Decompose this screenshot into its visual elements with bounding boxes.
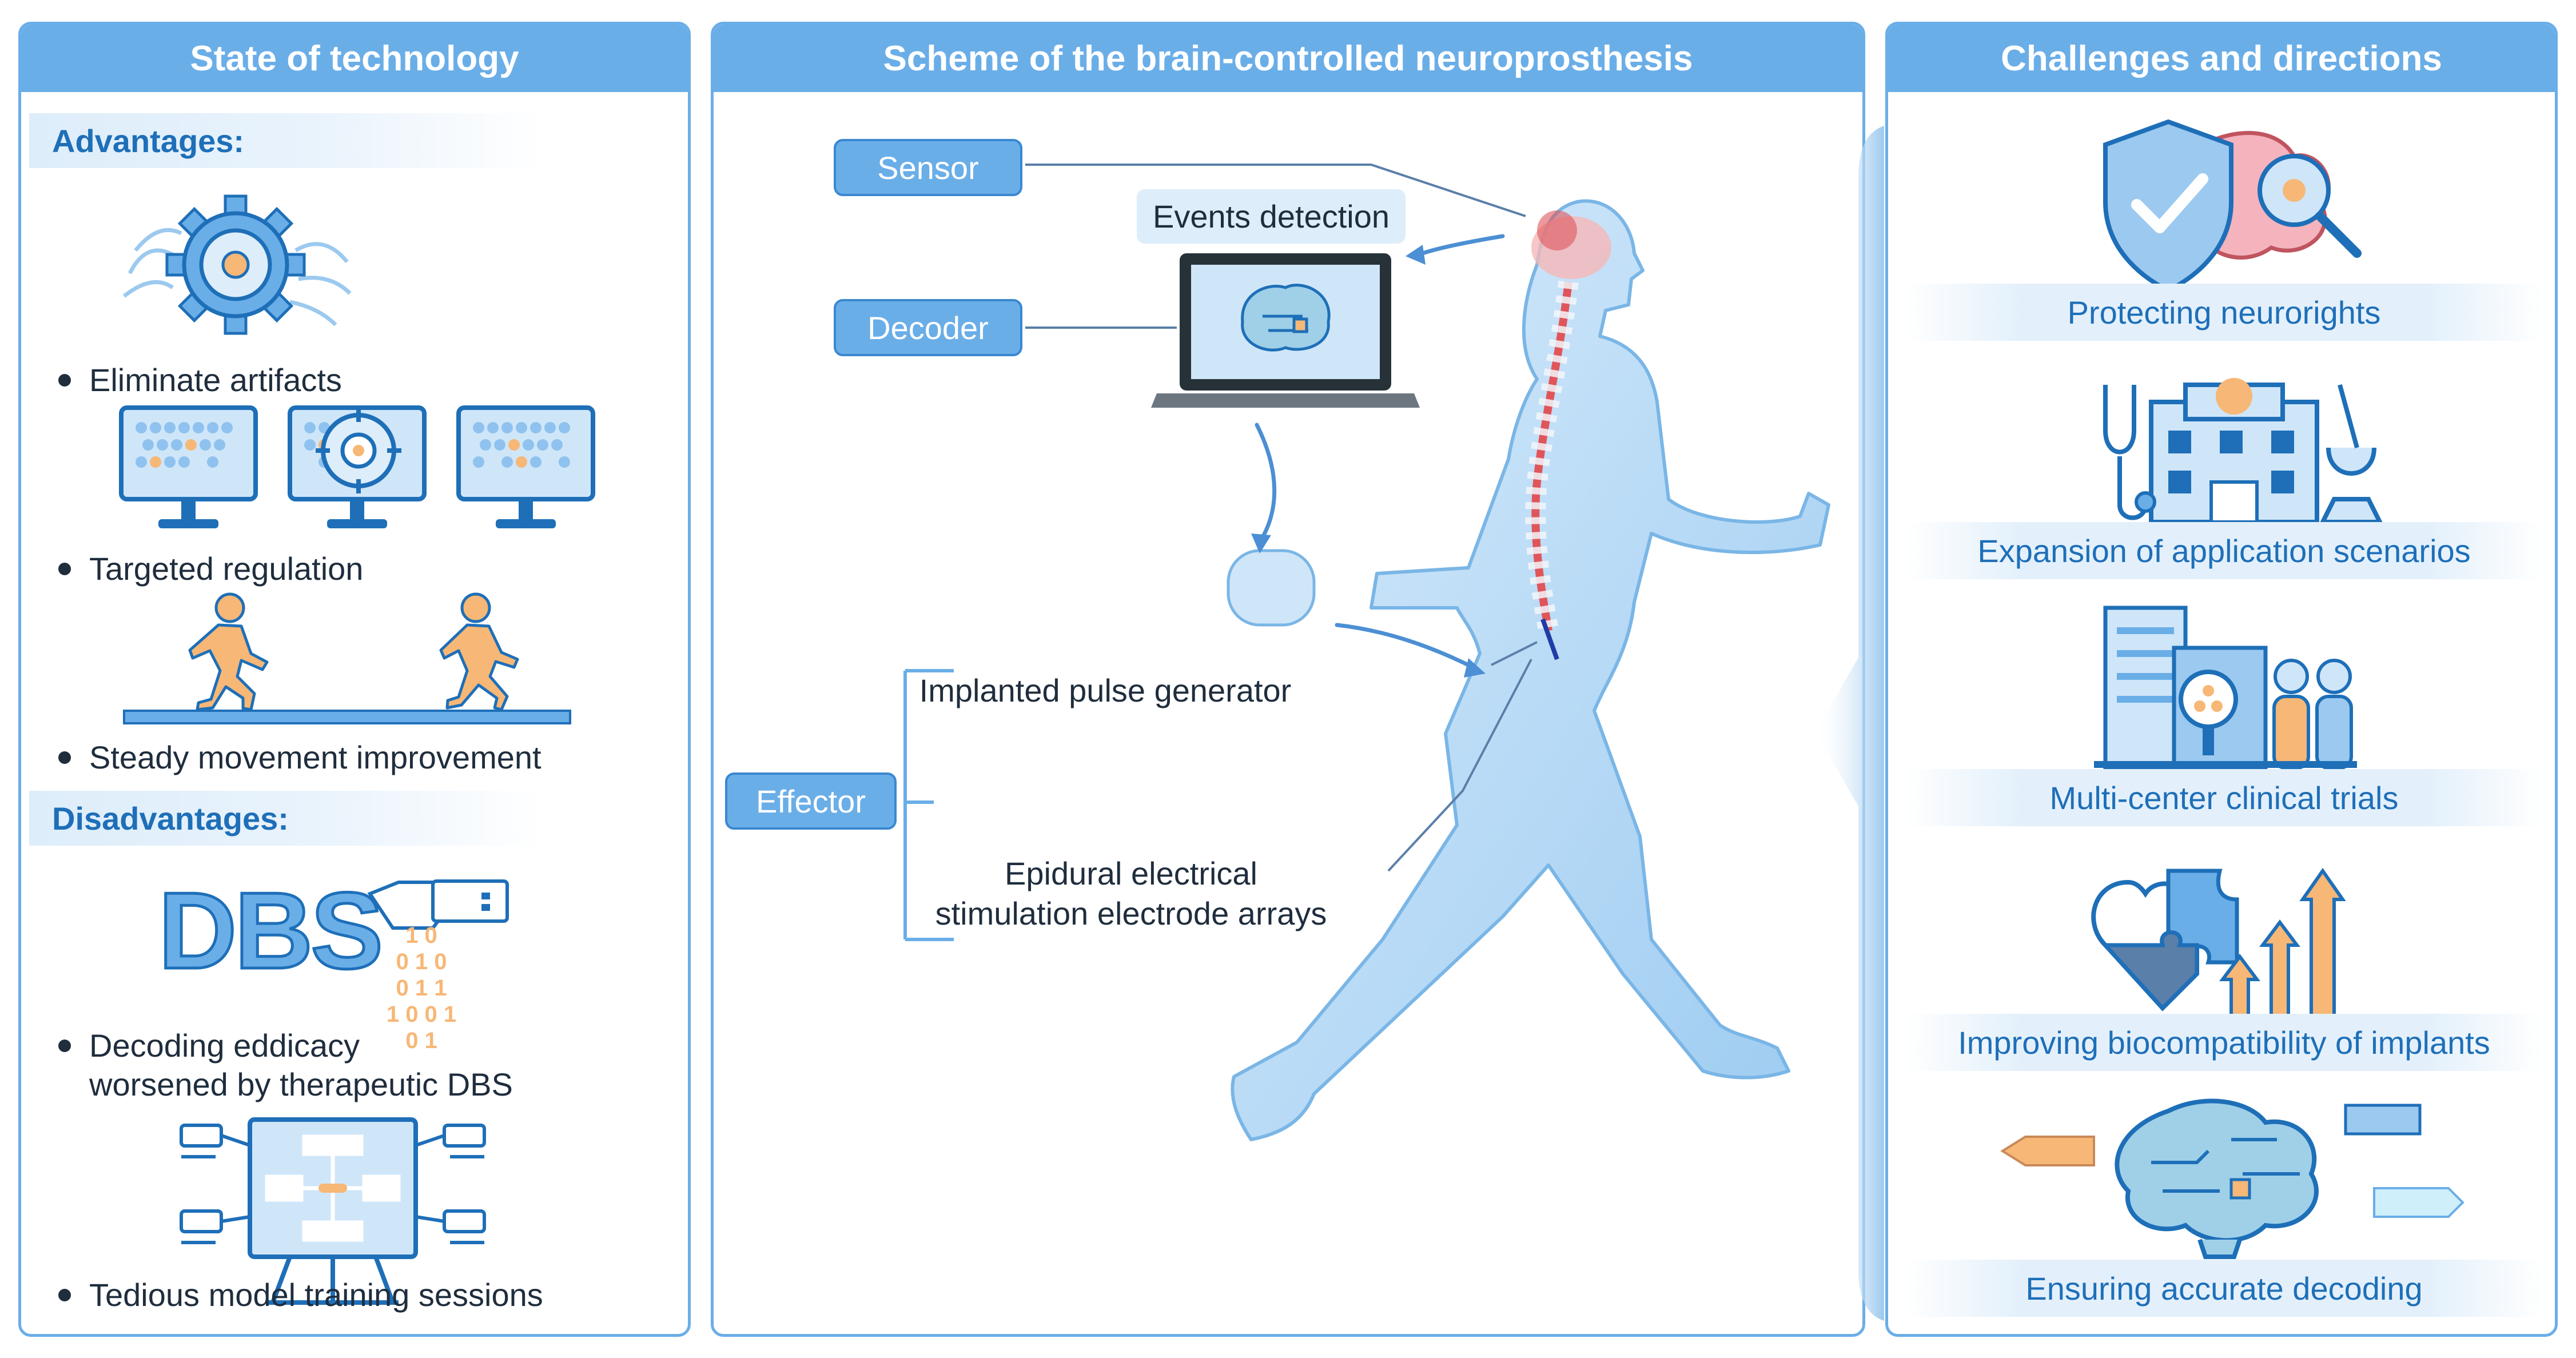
challenge-item: Ensuring accurate decoding xyxy=(1905,1260,2543,1317)
challenge-item: Protecting neurorights xyxy=(1905,284,2543,341)
advantage-item: Targeted regulation xyxy=(58,549,363,588)
challenge-item: Improving biocompatibility of implants xyxy=(1905,1014,2543,1071)
electrode-array-label: Epidural electrical stimulation electrod… xyxy=(935,855,1327,931)
challenge-item: Multi-center clinical trials xyxy=(1905,769,2543,826)
walking-person-icon xyxy=(123,592,571,724)
disadvantages-heading: Disadvantages: xyxy=(29,791,544,846)
dbs-usb-icon xyxy=(367,879,509,930)
effector-label-box: Effector xyxy=(725,772,897,830)
shield-brain-icon xyxy=(2103,119,2362,293)
challenge-item: Expansion of application scenarios xyxy=(1905,522,2543,579)
sensor-label-box: Sensor xyxy=(834,139,1022,196)
challenges-directions-panel: Challenges and directions Protecting neu… xyxy=(1885,22,2558,1337)
human-body-figure xyxy=(903,164,1830,1141)
hospital-stethoscope-icon xyxy=(2103,378,2384,524)
gear-icon xyxy=(122,194,352,335)
advantage-item: Eliminate artifacts xyxy=(58,361,342,400)
training-board-icon xyxy=(180,1117,486,1305)
panel-title-left: State of technology xyxy=(21,25,688,92)
buildings-people-icon xyxy=(2094,606,2357,770)
panel-title-middle: Scheme of the brain-controlled neuropros… xyxy=(714,25,1862,92)
decoder-label-box: Decoder xyxy=(834,299,1022,356)
neuroprosthesis-scheme-panel: Scheme of the brain-controlled neuropros… xyxy=(711,22,1865,1337)
pulse-generator-label: Implanted pulse generator xyxy=(919,672,1292,708)
panel-title-right: Challenges and directions xyxy=(1888,25,2555,92)
monitor-target-icon xyxy=(119,405,595,528)
advantage-item: Steady movement improvement xyxy=(58,738,542,777)
events-detection-label: Events detection xyxy=(1137,189,1406,244)
dbs-text: DBS xyxy=(157,870,384,991)
circuit-brain-icon xyxy=(2000,1098,2464,1259)
binary-digits: 1 0 0 1 0 0 1 1 1 0 0 1 0 1 xyxy=(386,923,457,1053)
disadvantage-item: Tedious model training sessions xyxy=(58,1276,543,1315)
state-of-technology-panel: State of technology Advantages: Eliminat… xyxy=(18,22,691,1337)
panel-connector-bracket xyxy=(1815,126,1884,1321)
advantages-heading: Advantages: xyxy=(29,113,544,168)
puzzle-arrows-icon xyxy=(2091,867,2351,1025)
